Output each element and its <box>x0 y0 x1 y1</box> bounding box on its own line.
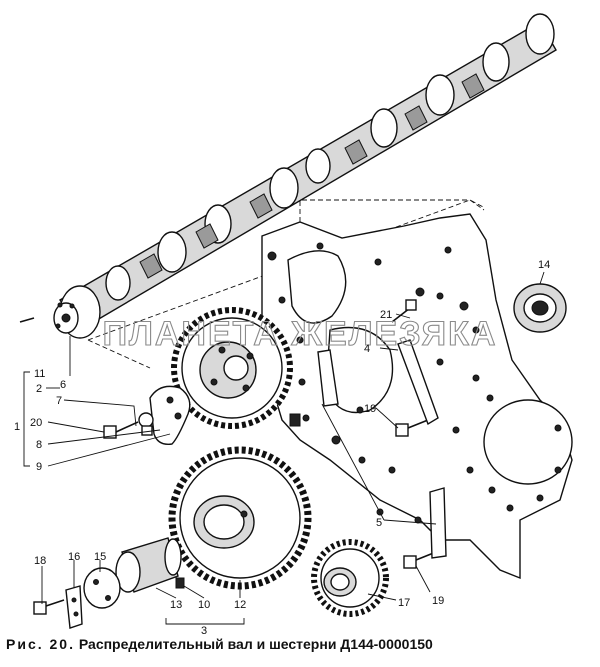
retaining-strip-left <box>317 349 339 407</box>
lock-plate <box>65 585 83 629</box>
callout-2: 2 <box>36 383 42 395</box>
callout-9: 9 <box>36 461 42 473</box>
retaining-strip-lower <box>429 487 447 559</box>
bolt-18 <box>33 599 65 615</box>
camshaft-gear <box>171 307 293 429</box>
callout-6: 6 <box>60 379 66 391</box>
figure-caption: Рис. 20. Распределительный вал и шестерн… <box>6 636 596 652</box>
callout-17: 17 <box>398 597 410 609</box>
callout-21: 21 <box>380 309 392 321</box>
small-gear <box>311 539 389 617</box>
caption-title: Распределительный вал и шестерни Д144-00… <box>78 636 433 652</box>
callout-labels: 11 1 2 7 20 8 9 6 14 21 4 19 5 19 17 12 … <box>14 259 550 637</box>
retaining-strip-upper <box>397 339 439 426</box>
callout-15: 15 <box>94 551 106 563</box>
callout-12: 12 <box>234 599 246 611</box>
bolt-20 <box>103 412 154 439</box>
callout-20: 20 <box>30 417 42 429</box>
bolt-19-upper <box>395 419 429 437</box>
callout-1: 1 <box>14 421 20 433</box>
alignment-lines <box>87 199 486 369</box>
bushing <box>115 537 185 593</box>
thrust-flange <box>149 385 191 445</box>
callout-16: 16 <box>68 551 80 563</box>
callout-10: 10 <box>198 599 210 611</box>
intermediate-gear <box>168 446 312 590</box>
callout-7: 7 <box>56 395 62 407</box>
callout-3: 3 <box>201 625 207 637</box>
callout-19-lower: 19 <box>432 595 444 607</box>
callout-5: 5 <box>376 517 382 529</box>
watermark: ПЛАНЕТА ЖЕЛЕЗЯКА <box>103 315 498 353</box>
callout-19-upper: 19 <box>364 403 376 415</box>
callout-8: 8 <box>36 439 42 451</box>
oil-seal <box>513 283 567 333</box>
callout-4: 4 <box>364 343 370 355</box>
callout-14: 14 <box>538 259 550 271</box>
caption-prefix: Рис. 20. <box>6 636 75 652</box>
washer <box>83 567 121 609</box>
camshaft <box>19 13 557 339</box>
bolt-19-lower <box>403 551 437 569</box>
dowel-pin-plate <box>289 413 301 427</box>
callout-13: 13 <box>170 599 182 611</box>
callout-18: 18 <box>34 555 46 567</box>
callout-11: 11 <box>34 368 45 380</box>
leader-lines <box>23 271 545 625</box>
